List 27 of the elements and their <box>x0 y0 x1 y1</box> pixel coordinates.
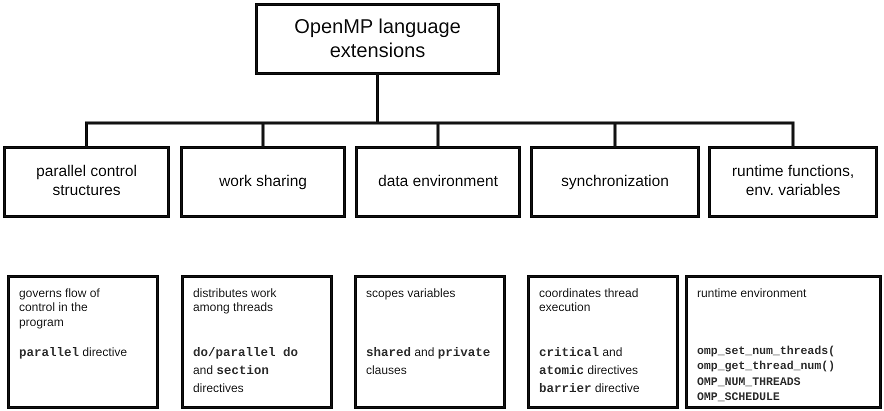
directive-text: critical and atomic directives barrier directive <box>539 344 641 398</box>
category-box <box>355 146 521 218</box>
directive-text: shared and private clauses <box>366 344 492 378</box>
box-title: parallel control structures <box>35 163 138 201</box>
category-box <box>708 146 878 218</box>
description-box <box>354 275 506 409</box>
box-title: work sharing <box>219 172 307 192</box>
box-title: synchronization <box>561 172 669 192</box>
category-box <box>180 146 346 218</box>
category-box <box>255 3 500 75</box>
code-list: omp_set_num_threads( omp_get_thread_num() OMP_NUM_THREADS OMP_SCHEDULE <box>697 344 873 406</box>
description-text: runtime environment <box>697 286 808 302</box>
description-box <box>527 275 679 409</box>
description-box <box>7 275 159 409</box>
description-text: governs flow of control in the program <box>19 286 101 331</box>
description-box <box>181 275 333 409</box>
box-title: OpenMP language extensions <box>293 15 462 63</box>
description-text: scopes variables <box>366 286 456 302</box>
directive-text: do/parallel do and section directives <box>193 345 300 396</box>
description-box <box>685 275 882 409</box>
directive-text: parallel directive <box>19 344 128 362</box>
category-box <box>530 146 700 218</box>
box-title: runtime functions, env. variables <box>730 163 856 201</box>
description-text: coordinates thread execution <box>539 286 640 316</box>
category-box <box>3 146 170 218</box>
description-text: distributes work among threads <box>193 286 278 316</box>
box-title: data environment <box>378 172 498 192</box>
